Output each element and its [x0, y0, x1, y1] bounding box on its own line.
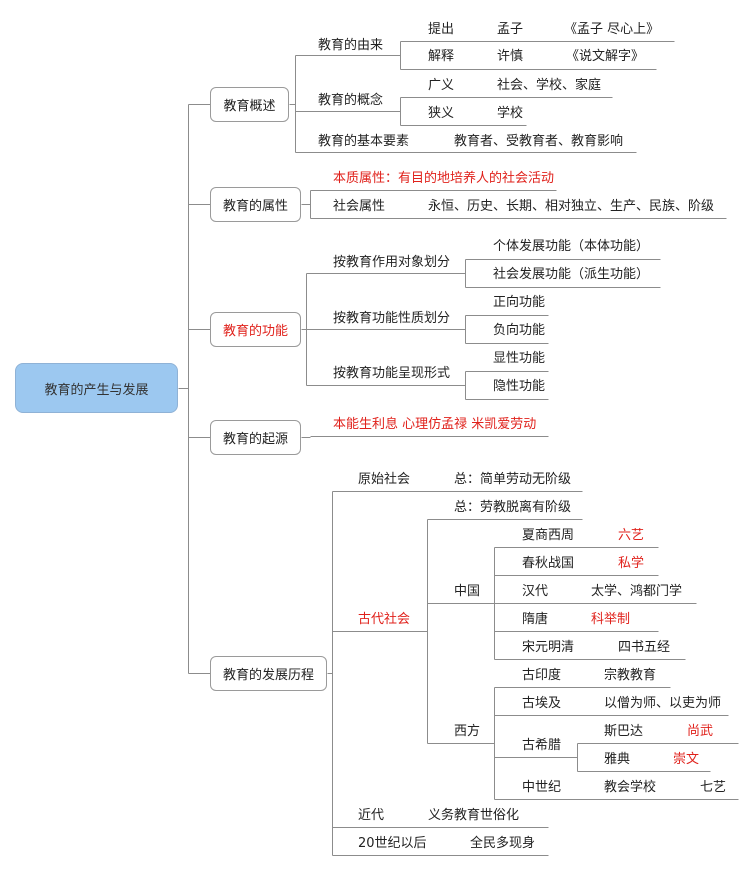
label-narrow-sense-value: 学校 [497, 106, 524, 121]
label-origin-theories: 本能生利息 心理仿孟禄 米凯爱劳动 [333, 417, 537, 432]
label-individual-function: 个体发展功能（本体功能） [493, 239, 650, 254]
label-positive-function: 正向功能 [493, 295, 546, 310]
label-church-school: 教会学校 [604, 780, 657, 795]
label-concept-of-education: 教育的概念 [318, 93, 384, 108]
label-primitive-society: 原始社会 [358, 472, 411, 487]
label-primitive-society-value: 总：简单劳动无阶级 [454, 472, 572, 487]
label-explicit-function: 显性功能 [493, 351, 546, 366]
label-narrow-sense: 狭义 [428, 106, 455, 121]
label-six-arts: 六艺 [618, 528, 645, 543]
node-education-attributes[interactable]: 教育的属性 [210, 187, 301, 222]
label-modern-times: 近代 [358, 808, 385, 823]
label-mencius: 孟子 [497, 22, 524, 37]
label-ancient-society-total: 总：劳教脱离有阶级 [454, 500, 572, 515]
label-ancient-india-value: 宗教教育 [604, 668, 657, 683]
label-han-value: 太学、鸿都门学 [591, 584, 683, 599]
label-social-function: 社会发展功能（派生功能） [493, 267, 650, 282]
label-private-school: 私学 [618, 556, 645, 571]
node-education-functions[interactable]: 教育的功能 [210, 312, 301, 347]
label-proposed: 提出 [428, 22, 455, 37]
label-han: 汉代 [522, 584, 549, 599]
label-ancient-egypt-value: 以僧为师、以吏为师 [604, 696, 722, 711]
label-xia-shang-zhou: 夏商西周 [522, 528, 575, 543]
label-spring-autumn: 春秋战国 [522, 556, 575, 571]
label-by-form: 按教育功能呈现形式 [333, 366, 451, 381]
node-education-history[interactable]: 教育的发展历程 [210, 656, 327, 691]
label-broad-sense-value: 社会、学校、家庭 [497, 78, 602, 93]
label-ancient-society: 古代社会 [358, 612, 411, 627]
label-origin-of-education: 教育的由来 [318, 38, 384, 53]
root-node[interactable]: 教育的产生与发展 [15, 363, 178, 413]
label-explained: 解释 [428, 49, 455, 64]
label-social-attribute-value: 永恒、历史、长期、相对独立、生产、民族、阶级 [428, 199, 715, 214]
label-by-object: 按教育作用对象划分 [333, 255, 451, 270]
label-essential-attribute: 本质属性：有目的地培养人的社会活动 [333, 171, 555, 186]
label-xu-shen: 许慎 [497, 49, 524, 64]
node-education-overview[interactable]: 教育概述 [210, 87, 289, 122]
label-literary: 崇文 [673, 752, 700, 767]
label-seven-arts: 七艺 [700, 780, 727, 795]
label-ancient-greece: 古希腊 [522, 738, 562, 753]
label-social-attribute: 社会属性 [333, 199, 386, 214]
label-broad-sense: 广义 [428, 78, 455, 93]
label-modern-value: 义务教育世俗化 [428, 808, 520, 823]
label-basic-elements-value: 教育者、受教育者、教育影响 [454, 134, 624, 149]
label-after-20th-century: 20世纪以后 [358, 836, 427, 851]
label-implicit-function: 隐性功能 [493, 379, 546, 394]
label-china: 中国 [454, 584, 481, 599]
label-after-20th-value: 全民多现身 [470, 836, 536, 851]
label-shuowen: 《说文解字》 [566, 49, 645, 64]
label-basic-elements: 教育的基本要素 [318, 134, 410, 149]
label-ancient-egypt: 古埃及 [522, 696, 562, 711]
label-sui-tang: 隋唐 [522, 612, 549, 627]
label-martial: 尚武 [687, 724, 714, 739]
label-mencius-book: 《孟子 尽心上》 [564, 22, 660, 37]
label-athens: 雅典 [604, 752, 631, 767]
node-education-origin[interactable]: 教育的起源 [210, 420, 301, 455]
label-sparta: 斯巴达 [604, 724, 644, 739]
label-imperial-exam: 科举制 [591, 612, 631, 627]
label-ancient-india: 古印度 [522, 668, 562, 683]
label-song-yuan-ming-qing: 宋元明清 [522, 640, 575, 655]
label-negative-function: 负向功能 [493, 323, 546, 338]
label-middle-ages: 中世纪 [522, 780, 562, 795]
label-west: 西方 [454, 724, 481, 739]
label-by-nature: 按教育功能性质划分 [333, 311, 451, 326]
label-four-books: 四书五经 [618, 640, 671, 655]
